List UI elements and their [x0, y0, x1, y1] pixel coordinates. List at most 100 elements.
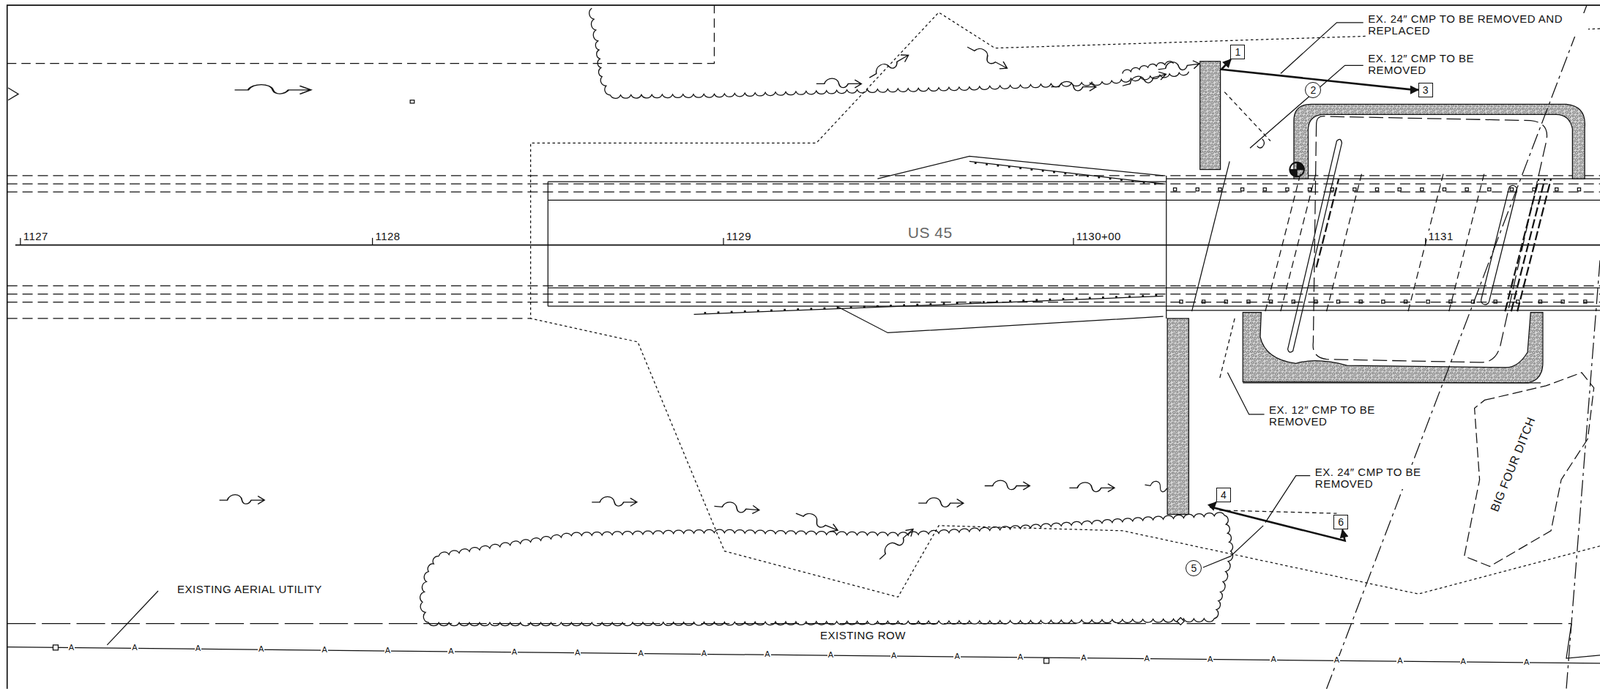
- utility-code: A: [1143, 654, 1151, 664]
- bridge-skew: [1265, 171, 1302, 312]
- leader-line: [1265, 475, 1311, 523]
- guardrail-post: [1143, 181, 1146, 184]
- utility-code: A: [827, 650, 835, 660]
- riprap: [1167, 318, 1189, 515]
- curb-mark: [1224, 300, 1228, 304]
- ditch-outline: [1464, 372, 1595, 567]
- guardrail-post: [1052, 171, 1056, 174]
- bridge-skew: [1280, 171, 1317, 312]
- station-tick: [722, 237, 724, 246]
- guardrail-post: [1035, 298, 1038, 301]
- curb-mark: [1555, 188, 1559, 192]
- curb-mark: [1179, 300, 1183, 304]
- flow-arrow: [816, 78, 862, 88]
- guardrail-post: [730, 311, 733, 314]
- utility-pole: [52, 645, 58, 651]
- guardrail-post: [743, 310, 747, 313]
- note-label: EX. 12″ CMP TO BE REMOVED: [1367, 52, 1479, 77]
- guardrail-post: [836, 306, 840, 310]
- callout-number: 4: [1220, 489, 1227, 501]
- utility-code: A: [1269, 655, 1277, 665]
- guardrail-post: [995, 300, 999, 304]
- curb-mark: [1561, 300, 1565, 304]
- utility-code: A: [1396, 656, 1404, 666]
- existing-cmp: [1224, 92, 1271, 142]
- guardrail-post: [1131, 180, 1134, 183]
- curb-mark: [1269, 300, 1273, 304]
- guardrail-post: [956, 302, 959, 305]
- utility-pole: [1044, 658, 1050, 664]
- guardrail-post: [1022, 299, 1025, 302]
- utility-code: A: [1017, 653, 1024, 662]
- bridge-skew: [1511, 178, 1546, 312]
- existing-row-line: [1566, 623, 1600, 659]
- pavement-edge: [1166, 309, 1600, 311]
- edge-of-shoulder: [7, 293, 1600, 295]
- road-name: US 45: [907, 224, 954, 241]
- pavement-edge: [547, 181, 549, 307]
- guardrail-post: [929, 303, 932, 306]
- utility-code: A: [257, 645, 265, 654]
- guardrail-post: [863, 306, 866, 309]
- leader-line: [1280, 22, 1364, 74]
- flow-arrow: [235, 84, 312, 95]
- ditch-centerline: [1326, 5, 1587, 689]
- sheet-border: [7, 5, 1600, 689]
- flow-arrow: [984, 480, 1031, 490]
- guardrail-post: [974, 161, 977, 165]
- station-label: 1129: [725, 230, 753, 243]
- ditch-centerline: [1566, 260, 1600, 689]
- utility-code: A: [1080, 653, 1087, 663]
- ditch-name: BIG FOUR DITCH: [1488, 414, 1539, 515]
- guardrail-post: [943, 302, 946, 305]
- flow-arrow: [8, 87, 19, 101]
- bridge-skew: [1517, 178, 1551, 312]
- pavement-edge: [547, 181, 1166, 183]
- station-label: 1131: [1427, 230, 1454, 243]
- guardrail-post: [1086, 175, 1089, 178]
- shoulder-taper: [836, 306, 1164, 333]
- curb-mark: [1442, 188, 1446, 192]
- pavement-edge: [547, 287, 1600, 289]
- guardrail-post: [1109, 177, 1112, 181]
- curb-mark: [1403, 300, 1407, 304]
- flow-arrow: [1069, 482, 1115, 493]
- guardrail-post: [717, 311, 720, 314]
- curb-mark: [1381, 300, 1385, 304]
- utility-code: A: [637, 649, 644, 659]
- bridge-skew: [1449, 171, 1486, 312]
- utility-code: A: [1460, 657, 1467, 667]
- station-label: 1130+00: [1075, 230, 1122, 243]
- curb-mark: [1493, 300, 1497, 304]
- utility-code: A: [447, 647, 455, 657]
- curb-mark: [1285, 188, 1289, 192]
- tree-line: [420, 512, 1234, 627]
- utility-code: A: [890, 651, 898, 661]
- guardrail-post: [1008, 166, 1011, 169]
- utility-code: A: [511, 648, 518, 657]
- curb-mark: [1509, 188, 1513, 192]
- curb-mark: [1465, 188, 1469, 192]
- pier-outline: [1479, 184, 1518, 306]
- guardrail-post: [1141, 295, 1144, 298]
- flow-arrow: [1121, 68, 1168, 90]
- curb-mark: [1195, 188, 1199, 192]
- leader-line: [1203, 525, 1264, 568]
- curb-mark: [1359, 300, 1363, 304]
- callout-number: 3: [1422, 84, 1429, 96]
- curb-mark: [1487, 188, 1491, 192]
- curb-mark: [1307, 188, 1311, 192]
- guardrail-post: [1154, 294, 1157, 297]
- guardrail-post: [796, 308, 799, 311]
- edge-of-shoulder: [7, 191, 1600, 193]
- guardrail-post: [1075, 297, 1078, 300]
- curb-mark: [1336, 300, 1340, 304]
- guardrail-post: [757, 309, 760, 312]
- guardrail-post: [823, 307, 826, 310]
- shoulder-taper: [877, 155, 1163, 179]
- guardrail-post: [704, 311, 707, 315]
- pipe-connector: [1211, 502, 1346, 542]
- guardrail-post: [876, 305, 879, 308]
- utility-code: A: [1523, 658, 1530, 668]
